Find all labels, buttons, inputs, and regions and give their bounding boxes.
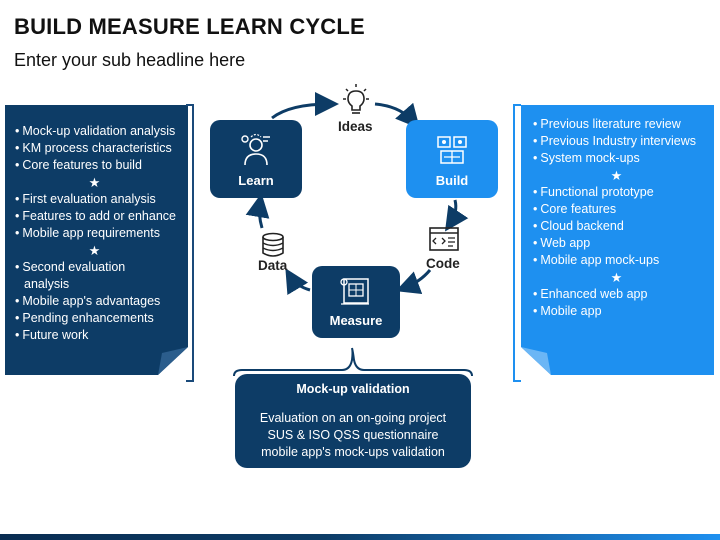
data-label: Data (258, 258, 288, 273)
database-icon (262, 232, 284, 257)
mockup-validation-callout: Mock-up validation Evaluation on an on-g… (235, 374, 471, 468)
arrow-ideas-build (374, 102, 420, 129)
build-label: Build (435, 173, 469, 188)
page-title: BUILD MEASURE LEARN CYCLE (14, 14, 365, 39)
ideas-label: Ideas (338, 119, 373, 134)
star-icon: ★ (610, 270, 623, 285)
learn-label: Learn (238, 173, 274, 188)
arrow-code-measure (395, 269, 432, 294)
list-item: Features to add or enhance (15, 208, 182, 225)
list-item: Core features (533, 201, 708, 218)
list-item: Previous literature review (533, 116, 708, 133)
list-item: Mock-up validation analysis (15, 123, 182, 140)
star-icon: ★ (610, 168, 623, 183)
arrow-learn-ideas (271, 92, 339, 120)
list-item: Pending enhancements (15, 310, 182, 327)
code-screen-icon (429, 227, 459, 251)
list-item: Core features to build (15, 157, 182, 174)
list-item: Cloud backend (533, 218, 708, 235)
person-gear-icon (241, 133, 270, 166)
list-item: Future work (15, 327, 182, 344)
list-item: System mock-ups (533, 150, 708, 167)
bottom-accent-bar (0, 534, 720, 540)
right-panel: Previous literature review Previous Indu… (521, 105, 714, 375)
curly-brace (233, 347, 473, 377)
star-icon: ★ (88, 175, 101, 190)
list-item: Previous Industry interviews (533, 133, 708, 150)
left-panel-fold (158, 347, 188, 375)
list-item: Mobile app (533, 303, 708, 320)
list-item: Mobile app requirements (15, 225, 182, 242)
right-bracket (513, 104, 521, 382)
list-item: Mobile app mock-ups (533, 252, 708, 269)
list-item: Functional prototype (533, 184, 708, 201)
callout-line: mobile app's mock-ups validation (261, 445, 445, 459)
list-item: Web app (533, 235, 708, 252)
list-item: Mobile app's advantages (15, 293, 182, 310)
build-tools-icon (437, 136, 467, 164)
list-item: First evaluation analysis (15, 191, 182, 208)
arrow-build-code (445, 199, 469, 232)
callout-line: SUS & ISO QSS questionnaire (267, 428, 439, 442)
right-panel-fold (521, 347, 551, 375)
list-item: KM process characteristics (15, 140, 182, 157)
learn-box: Learn (210, 120, 302, 198)
lightbulb-icon (343, 84, 369, 114)
arrow-measure-data (285, 268, 311, 296)
build-box: Build (406, 120, 498, 198)
blueprint-icon (340, 278, 369, 305)
list-item: Second evaluation analysis (15, 259, 134, 293)
callout-line: Evaluation on an on-going project (259, 411, 447, 425)
callout-heading: Mock-up validation (296, 382, 410, 396)
measure-label: Measure (329, 313, 383, 328)
measure-box: Measure (312, 266, 400, 338)
arrow-data-learn (245, 193, 270, 229)
star-icon: ★ (88, 243, 101, 258)
code-label: Code (426, 256, 460, 271)
left-panel: Mock-up validation analysis KM process c… (5, 105, 188, 375)
left-bracket (186, 104, 194, 382)
list-item: Enhanced web app (533, 286, 708, 303)
page-subtitle: Enter your sub headline here (14, 50, 246, 70)
